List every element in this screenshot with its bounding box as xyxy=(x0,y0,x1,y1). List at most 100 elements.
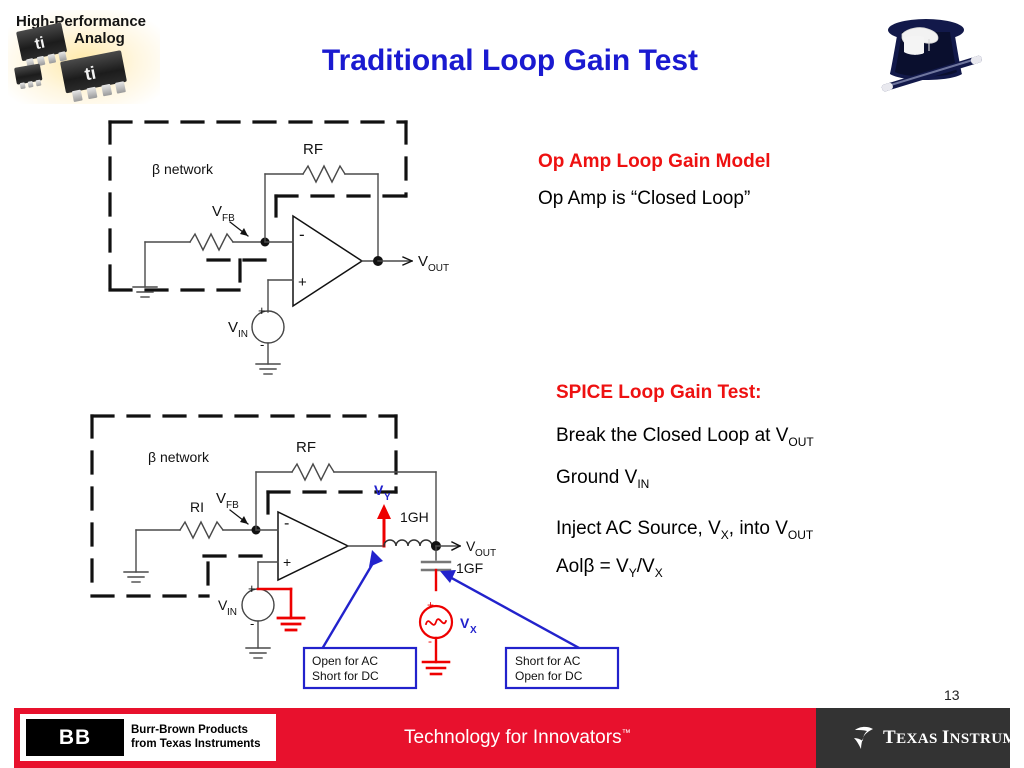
ti-wordmark: TEXAS INSTRUMENTS xyxy=(883,727,1024,749)
vfb-label-sub: FB xyxy=(226,500,239,511)
resistor-ri xyxy=(179,520,224,540)
vin-minus-sign: - xyxy=(260,337,264,352)
spice-step-aol-beta-formula: Aolβ = VY/VX xyxy=(556,556,663,580)
capacitor-1gf xyxy=(420,560,452,572)
vout-subscript-2: OUT xyxy=(787,527,814,542)
footer-tagline-tm: ™ xyxy=(621,727,631,738)
aol-beta-text: Aolβ = V xyxy=(556,556,629,577)
rf-label: RF xyxy=(296,439,316,456)
spice-step-inject-source: Inject AC Source, VX, into VOUT xyxy=(556,518,813,542)
op-amp-inverting-input-label: - xyxy=(299,225,305,244)
ground-symbol-vin xyxy=(255,363,281,375)
ground-symbol-left xyxy=(123,571,149,583)
ha-logo-line1: High-Performance xyxy=(16,13,146,30)
op-amp-triangle xyxy=(292,214,364,308)
vout-arrow-head xyxy=(451,541,461,551)
resistor-rf xyxy=(291,462,335,482)
beta-network-dashed-outline xyxy=(90,414,398,598)
rf-label: RF xyxy=(303,141,323,158)
ri-label: RI xyxy=(190,499,204,515)
vy-subscript: Y xyxy=(628,565,637,580)
vout-label-sub: OUT xyxy=(475,548,496,559)
vin-plus-sign: + xyxy=(248,581,256,596)
ti-wordmark-exas: EXAS xyxy=(896,731,942,747)
aol-beta-mid: /V xyxy=(636,556,655,577)
vfb-label: V xyxy=(216,490,226,507)
vfb-arrow-head xyxy=(240,228,248,236)
vfb-label: V xyxy=(212,203,222,220)
vy-label-sub: Y xyxy=(384,492,391,503)
inductor-value-label: 1GH xyxy=(400,509,429,525)
vout-subscript: OUT xyxy=(788,434,814,449)
vx-plus-sign: + xyxy=(427,598,434,612)
texas-instruments-logo: TEXAS INSTRUMENTS xyxy=(852,725,1024,751)
vin-label: V xyxy=(218,597,228,613)
vfb-label-sub: FB xyxy=(222,213,235,224)
page-number: 13 xyxy=(944,687,960,703)
op-amp-noninverting-input-label: + xyxy=(298,274,307,291)
beta-network-dashed-outline xyxy=(108,120,408,292)
vin-source-symbol xyxy=(251,310,285,344)
bb-logo-text: Burr-Brown Products from Texas Instrumen… xyxy=(131,724,261,751)
vy-label: V xyxy=(374,482,384,498)
vin-source-symbol xyxy=(241,588,275,622)
op-amp-loop-gain-model-heading: Op Amp Loop Gain Model xyxy=(538,151,771,172)
ti-wordmark-nstruments: NSTRUMENTS xyxy=(949,731,1024,747)
ground-symbol-vin xyxy=(245,647,271,659)
vy-measurement-arrow xyxy=(377,504,391,548)
page-title: Traditional Loop Gain Test xyxy=(321,44,699,77)
vin-grounded-red-wire xyxy=(256,587,293,620)
burr-brown-logo: BB Burr-Brown Products from Texas Instru… xyxy=(20,714,276,761)
vfb-arrow-head xyxy=(240,516,248,524)
spice-step-break-loop: Break the Closed Loop at VOUT xyxy=(556,425,814,449)
footer-tagline: Technology for Innovators™ xyxy=(404,727,631,749)
ground-symbol-red-vin xyxy=(276,616,306,632)
vx-minus-sign: - xyxy=(428,634,432,648)
callout-box-capacitor: Short for AC Open for DC xyxy=(504,646,620,690)
vout-label-sub: OUT xyxy=(428,263,449,274)
footer-dark-banner xyxy=(816,708,1010,768)
vx-label-sub: X xyxy=(470,625,477,636)
ground-symbol-left xyxy=(132,286,158,298)
spice-loop-gain-test-circuit: β network RI V FB xyxy=(78,400,638,700)
vout-label: V xyxy=(466,538,476,554)
beta-network-label: β network xyxy=(152,161,214,177)
resistor-ri xyxy=(189,232,234,252)
capacitor-value-label: 1GF xyxy=(456,560,483,576)
ti-symbol-icon xyxy=(854,726,873,749)
op-amp-inverting-input-label: - xyxy=(284,515,289,532)
bb-mark: BB xyxy=(26,719,124,756)
high-performance-analog-logo: High-Performance Analog ti xyxy=(8,4,160,104)
callout-left-line1: Open for AC xyxy=(312,654,378,668)
op-amp-triangle xyxy=(277,510,350,582)
bb-logo-line2: from Texas Instruments xyxy=(131,737,261,750)
svg-text:ti: ti xyxy=(83,63,98,85)
svg-text:ti: ti xyxy=(33,34,46,53)
inductor-1gh xyxy=(383,539,433,547)
op-amp-loop-gain-model-circuit: β network V FB xyxy=(90,112,470,382)
spice-step-inject-text: Inject AC Source, V xyxy=(556,518,721,539)
spice-step-ground-text: Ground V xyxy=(556,467,638,488)
vout-arrow-head xyxy=(402,256,413,266)
beta-network-label: β network xyxy=(148,449,210,465)
vin-plus-sign: + xyxy=(258,303,266,318)
vx-subscript: X xyxy=(720,527,729,542)
vx-label: V xyxy=(460,615,470,631)
spice-step-inject-mid: , into V xyxy=(728,518,788,539)
ti-wordmark-i: I xyxy=(941,727,950,748)
callout-right-line1: Short for AC xyxy=(515,654,581,668)
vin-label: V xyxy=(228,319,238,336)
spice-step-ground-vin: Ground VIN xyxy=(556,467,649,491)
op-amp-closed-loop-text: Op Amp is “Closed Loop” xyxy=(538,188,751,209)
vin-label-sub: IN xyxy=(238,329,248,340)
vx-subscript-2: X xyxy=(654,565,663,580)
ha-logo-line2: Analog xyxy=(74,30,125,47)
callout-arrow-capacitor xyxy=(440,570,592,656)
bb-logo-line1: Burr-Brown Products xyxy=(131,724,248,736)
callout-box-inductor: Open for AC Short for DC xyxy=(302,646,418,690)
vin-label-sub: IN xyxy=(227,607,237,618)
footer-tagline-text: Technology for Innovators xyxy=(404,727,622,748)
vin-minus-sign: - xyxy=(250,616,254,631)
vx-sine-glyph xyxy=(424,618,448,626)
